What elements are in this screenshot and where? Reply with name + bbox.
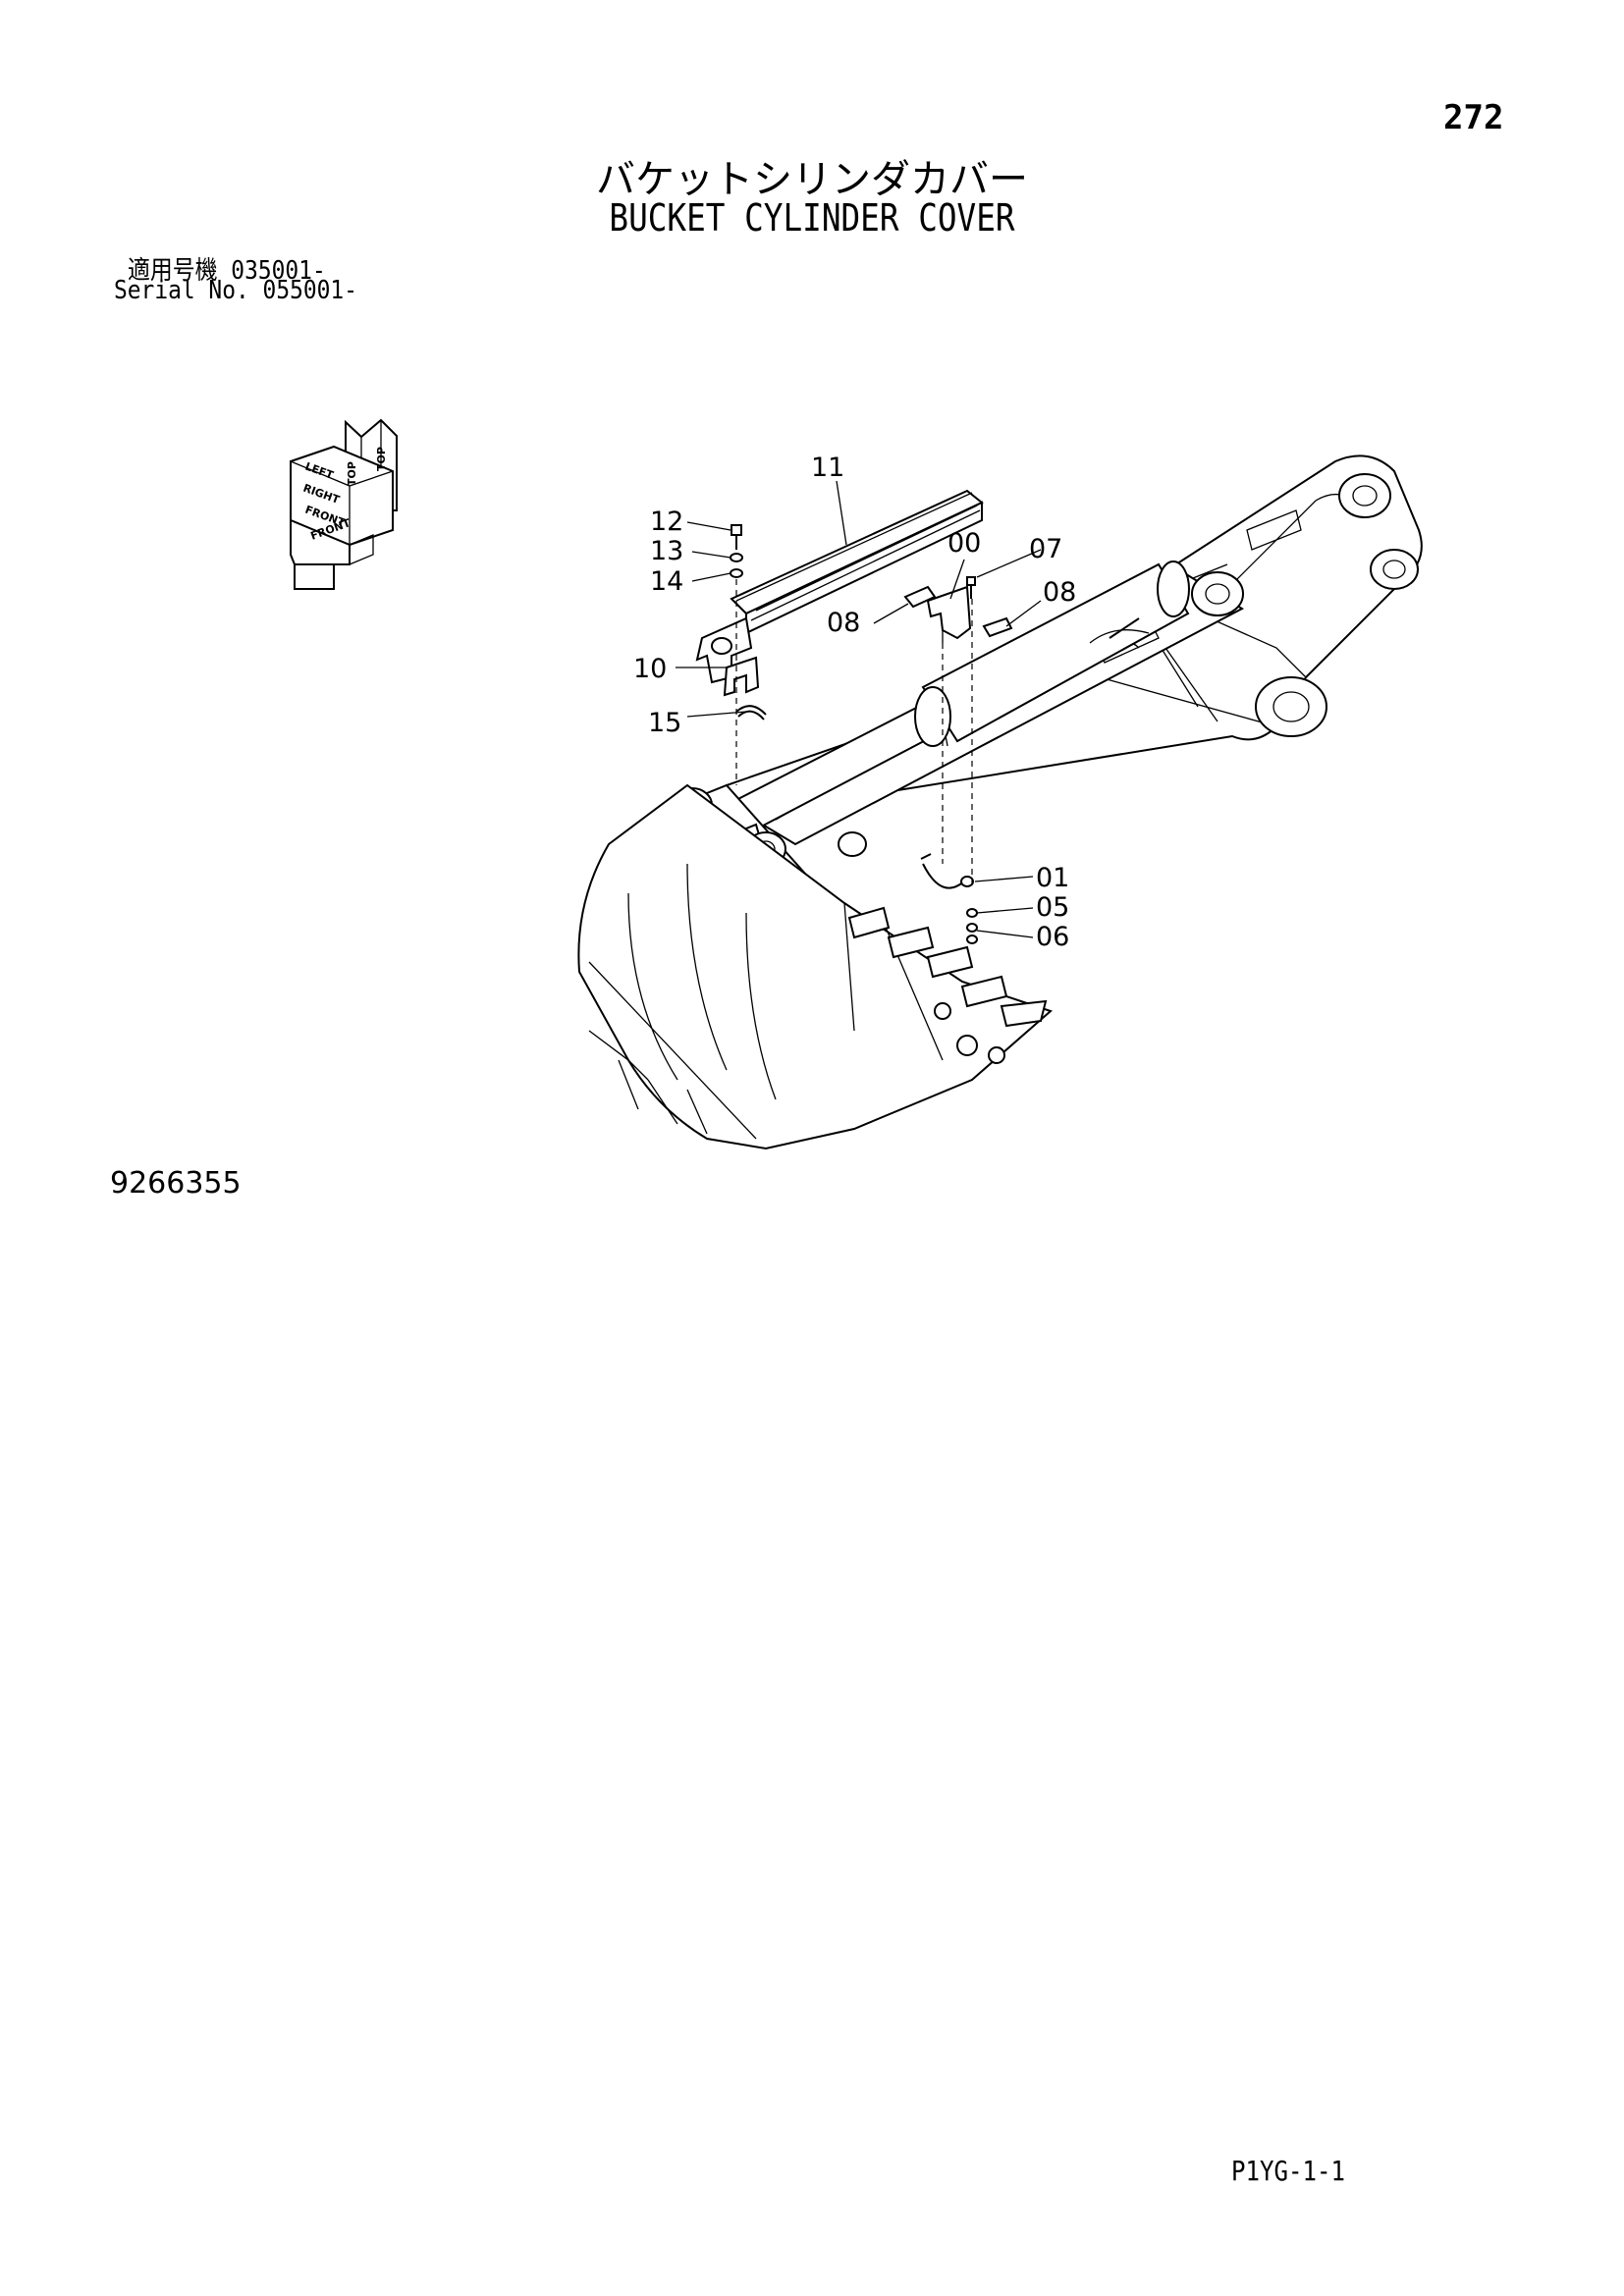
page-title-japanese: バケットシリンダカバー <box>596 157 1028 202</box>
callout-10: 10 <box>633 654 667 684</box>
part-08-pad-right <box>982 616 1013 638</box>
part-12-bolt <box>731 524 742 550</box>
leader-lines <box>676 480 1042 938</box>
orientation-indicator: TOP TOP LEFT RIGHT FRONT FRONT <box>290 418 398 590</box>
callout-15: 15 <box>648 708 681 738</box>
part-14-washer <box>730 568 743 578</box>
part-01-u-bolt <box>920 853 974 889</box>
callout-05: 05 <box>1036 892 1069 923</box>
serial-value-japanese: 035001- <box>231 256 326 286</box>
part-15-clamp <box>735 705 767 721</box>
part-13-washer <box>730 553 743 562</box>
part-00-bracket <box>926 585 972 643</box>
callout-06: 06 <box>1036 922 1069 952</box>
callout-labels: 11 12 13 14 00 07 08 08 10 15 01 05 06 <box>633 453 1076 952</box>
serial-applicability-english: Serial No. 055001- <box>114 276 357 305</box>
part-10-cover-bracket <box>695 616 760 697</box>
serial-label-japanese: 適用号機 <box>128 256 218 286</box>
orientation-label-top-secondary: TOP <box>375 447 388 471</box>
page-number: 272 <box>1443 98 1504 137</box>
part-06-nut <box>966 923 978 944</box>
orientation-arrow-front <box>290 518 374 590</box>
serial-applicability-japanese: 適用号機 035001- <box>128 250 326 287</box>
callout-08-right: 08 <box>1043 577 1076 608</box>
bucket-cylinder <box>725 561 1190 836</box>
orientation-label-top: TOP <box>346 461 358 486</box>
callout-01: 01 <box>1036 863 1069 893</box>
serial-value-english: 055001- <box>262 276 357 305</box>
callout-12: 12 <box>650 507 683 537</box>
serial-label-english: Serial No. <box>114 276 249 305</box>
callout-13: 13 <box>650 536 683 566</box>
page-title-english: BUCKET CYLINDER COVER <box>609 196 1015 240</box>
callout-14: 14 <box>650 566 683 597</box>
callout-08-left: 08 <box>827 608 860 638</box>
drawing-number: 9266355 <box>110 1166 242 1201</box>
callout-00: 00 <box>947 528 981 559</box>
assembly-lines <box>735 579 973 883</box>
part-05-washer <box>966 908 978 918</box>
part-07-bolt <box>966 576 976 599</box>
callout-11: 11 <box>811 453 844 483</box>
excavator-bucket <box>577 783 1053 1150</box>
footer-page-code: P1YG-1-1 <box>1231 2155 1345 2187</box>
part-08-pad-left <box>903 585 937 609</box>
callout-07: 07 <box>1029 534 1062 564</box>
